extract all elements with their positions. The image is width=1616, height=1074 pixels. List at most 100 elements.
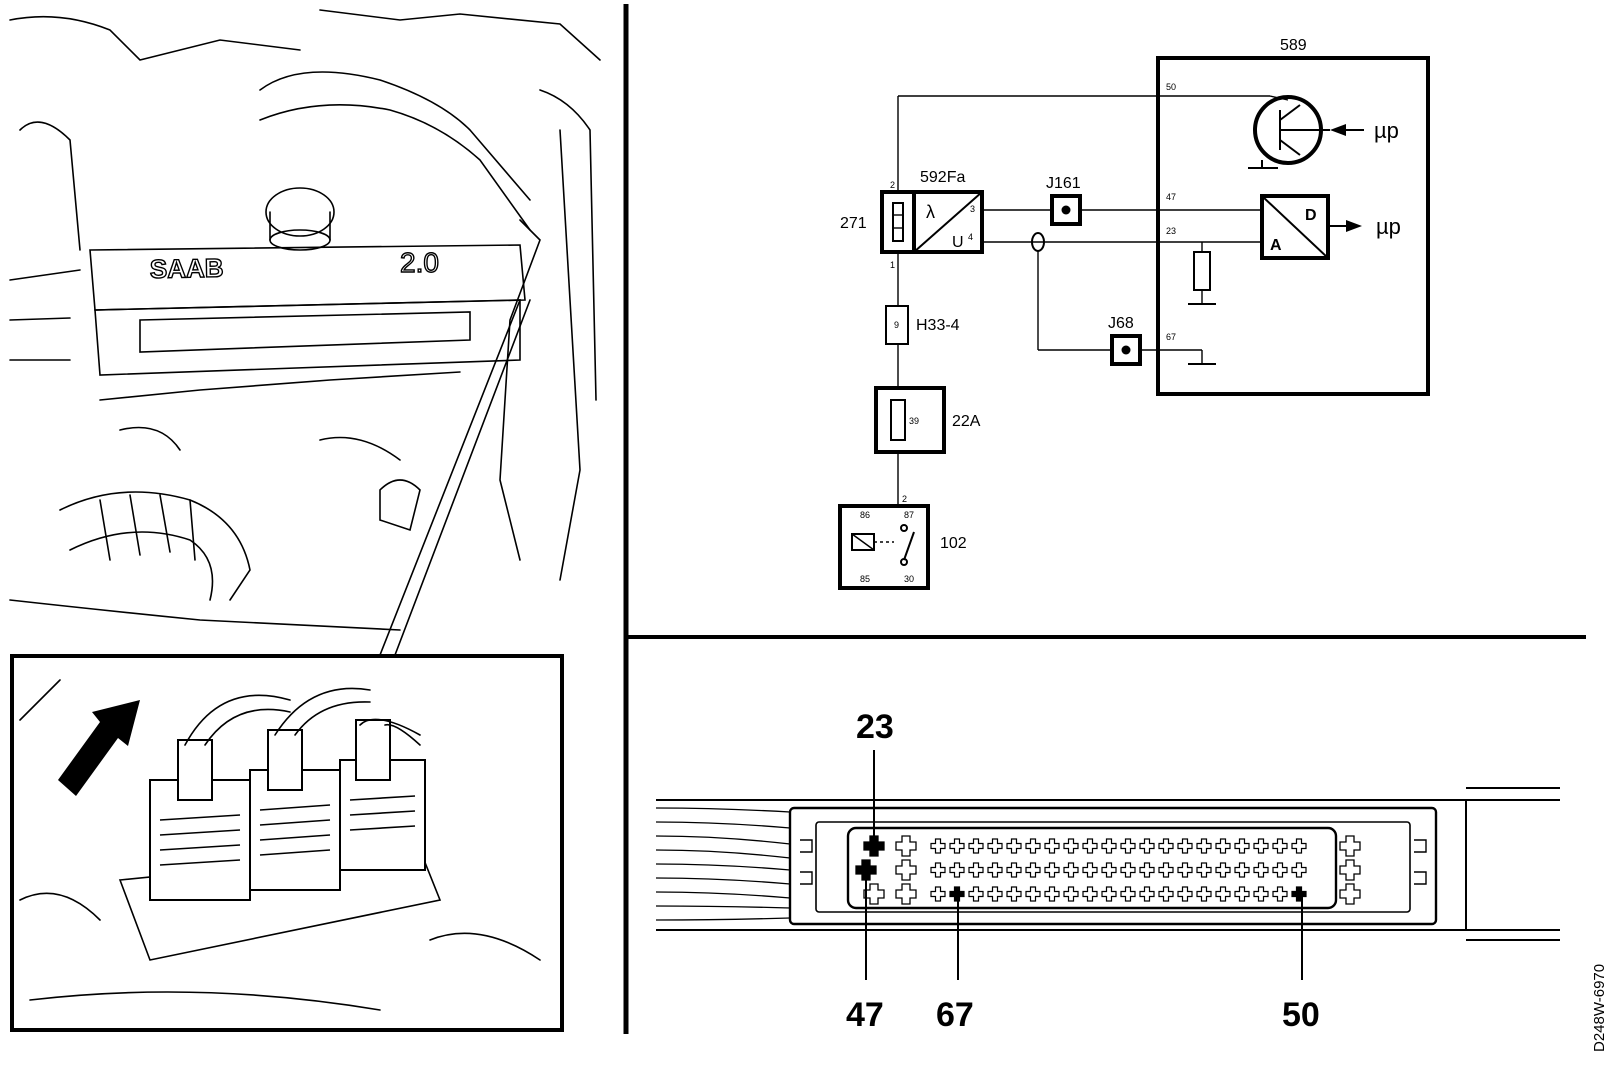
probe-pin-4: 4: [968, 232, 973, 242]
probe-592fa-label: 592Fa: [920, 169, 965, 186]
connector-cavity: [895, 859, 917, 881]
engine-bay-illustration: SAAB 2.0: [4, 4, 610, 656]
connector-cavity: [1339, 883, 1361, 905]
connector-pin: [1177, 886, 1193, 902]
callout-50: 50: [1282, 996, 1320, 1034]
relay-102-label: 102: [940, 535, 967, 552]
connector-pin: [1158, 838, 1174, 854]
junction-j68-label: J68: [1108, 315, 1134, 332]
connector-pin: [1044, 886, 1060, 902]
connector-pin: [1025, 886, 1041, 902]
connector-pin: [949, 862, 965, 878]
callout-47: 47: [846, 996, 884, 1034]
sensor-pin-2: 2: [890, 180, 895, 190]
connector-pin: [1006, 838, 1022, 854]
connector-pin: [1025, 862, 1041, 878]
pointer-arrow-icon: [58, 700, 140, 796]
mu-top-label: µp: [1374, 118, 1399, 143]
connector-pin: [1272, 862, 1288, 878]
connector-pin: [1215, 862, 1231, 878]
connector-pin: [1196, 862, 1212, 878]
connector-pin: [987, 886, 1003, 902]
callout-67: 67: [936, 996, 974, 1034]
connector-pin: [1006, 886, 1022, 902]
connector-cavity: [895, 883, 917, 905]
junction-j161-label: J161: [1046, 175, 1081, 192]
relay-pin-86: 86: [860, 510, 870, 520]
relay-102-box: [838, 504, 930, 590]
connector-pin: [949, 838, 965, 854]
connector-pin: [987, 862, 1003, 878]
connector-cavity: [863, 883, 885, 905]
connector-pin: [1082, 886, 1098, 902]
probe-u-label: U: [952, 234, 964, 251]
connector-pin: [1082, 838, 1098, 854]
connector-pin: [1101, 862, 1117, 878]
connector-cavity: [1339, 835, 1361, 857]
connector-pin: [1253, 886, 1269, 902]
badge-model: 2.0: [400, 247, 439, 278]
mu-bottom-label: µp: [1376, 214, 1401, 239]
converter-a-label: A: [1270, 237, 1282, 254]
connector-pin: [1139, 886, 1155, 902]
connector-h33-label: H33-4: [916, 317, 960, 334]
fuse-22a-pin: 39: [909, 416, 919, 426]
connector-pin: [1234, 886, 1250, 902]
connector-pin: [1177, 838, 1193, 854]
connector-inset: [10, 654, 564, 1032]
connector-cavity: [863, 835, 885, 857]
ecu-connector-view: 23 47 67 50: [655, 708, 1560, 1034]
connector-pin: [1177, 862, 1193, 878]
connector-cavity: [1339, 859, 1361, 881]
fuse-22a-box: [874, 386, 946, 454]
connector-pin: [1234, 838, 1250, 854]
ecu-pin-47: 47: [1166, 192, 1176, 202]
ecu-pin-50: 50: [1166, 82, 1176, 92]
converter-d-label: D: [1305, 207, 1317, 224]
relay-pin-30: 30: [904, 574, 914, 584]
connector-pin: [1158, 886, 1174, 902]
connector-pin: [930, 886, 946, 902]
connector-pin: [1234, 862, 1250, 878]
connector-pin: [1063, 862, 1079, 878]
connector-pin: [1196, 886, 1212, 902]
connector-pin: [1120, 862, 1136, 878]
probe-pin-3: 3: [970, 204, 975, 214]
connector-pin: [1215, 886, 1231, 902]
connector-pin: [1196, 838, 1212, 854]
connector-pin: [968, 886, 984, 902]
ecu-pin-23: 23: [1166, 226, 1176, 236]
connector-pin: [1139, 838, 1155, 854]
connector-pin: [1215, 838, 1231, 854]
connector-pin: [1291, 838, 1307, 854]
connector-pin: [1082, 862, 1098, 878]
sensor-271-label: 271: [840, 215, 867, 232]
figure-code: D248W-6970: [1591, 964, 1608, 1052]
callout-23: 23: [856, 708, 894, 746]
relay-pin-85: 85: [860, 574, 870, 584]
wiring-schematic: 589 µp D A µp 50 47 23 67: [838, 37, 1430, 590]
sensor-271-heater-box: [880, 190, 916, 254]
connector-pin: [1120, 886, 1136, 902]
connector-pin: [1044, 862, 1060, 878]
connector-pin: [968, 838, 984, 854]
connector-pin: [1120, 838, 1136, 854]
connector-pin: [930, 838, 946, 854]
connector-pin: [987, 838, 1003, 854]
connector-pin: [1006, 862, 1022, 878]
connector-pin: [1272, 838, 1288, 854]
connector-pin: [1139, 862, 1155, 878]
connector-pin: [1253, 838, 1269, 854]
connector-pin: [1253, 862, 1269, 878]
connector-pin: [1025, 838, 1041, 854]
connector-pin: [1044, 838, 1060, 854]
connector-pin: [930, 862, 946, 878]
ecu-pin-67: 67: [1166, 332, 1176, 342]
connector-pin: [1063, 886, 1079, 902]
ecu-589-label: 589: [1280, 37, 1307, 54]
fuse-22a-label: 22A: [952, 413, 981, 430]
connector-cavity: [895, 835, 917, 857]
badge-brand: SAAB: [150, 253, 224, 284]
connector-h33-box: [885, 305, 909, 345]
